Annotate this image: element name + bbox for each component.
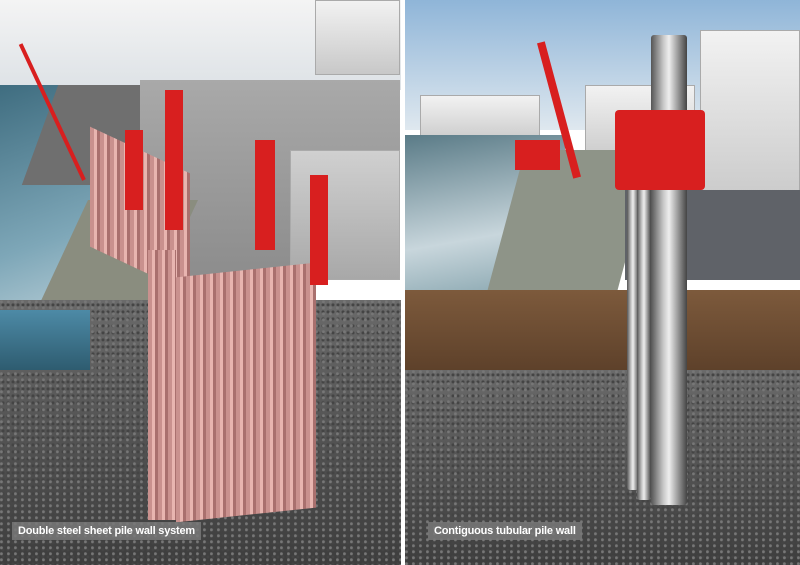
crane <box>515 140 560 170</box>
house <box>290 150 400 280</box>
tubular-pile <box>637 160 651 500</box>
office-building <box>700 30 800 210</box>
caption-right: Contiguous tubular pile wall <box>428 522 582 540</box>
tubular-pile <box>627 150 639 490</box>
crane <box>125 130 143 210</box>
pile-driver <box>615 110 705 190</box>
crane <box>165 90 183 230</box>
caption-left: Double steel sheet pile wall system <box>12 522 202 540</box>
soil <box>405 290 800 380</box>
water <box>0 310 90 370</box>
tubular-pile-illustration: Contiguous tubular pile wall <box>405 0 800 565</box>
sheet-pile-illustration: Double steel sheet pile wall system <box>0 0 401 565</box>
crane <box>310 175 328 285</box>
tower-building <box>315 0 400 75</box>
sheet-pile-front <box>176 262 316 523</box>
tubular-pile <box>651 35 687 505</box>
sheet-pile-front-left <box>148 250 176 520</box>
crane <box>255 140 275 250</box>
